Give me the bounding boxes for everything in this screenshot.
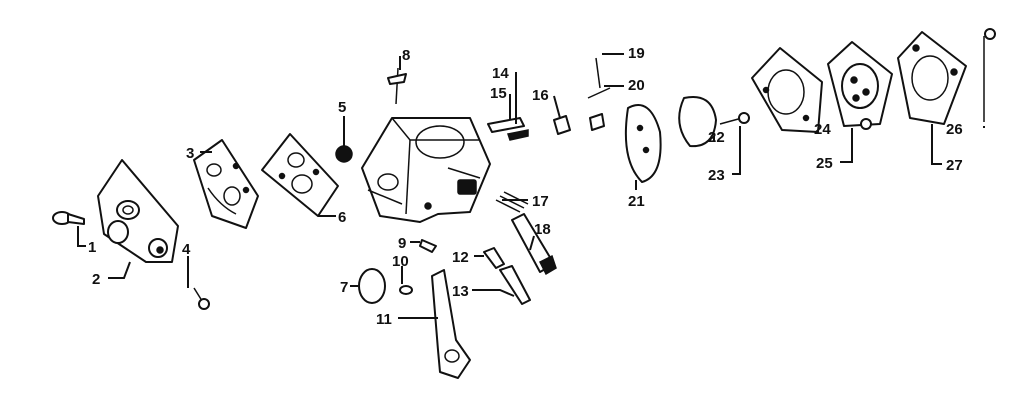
- callout-5: 5: [338, 99, 346, 116]
- callout-26: 26: [946, 121, 963, 138]
- part-25-diaphragm: [827, 41, 893, 130]
- leader-lines: [77, 53, 985, 319]
- callout-21: 21: [628, 193, 645, 210]
- callout-3: 3: [186, 145, 194, 162]
- part-13-needle: [499, 265, 531, 305]
- callout-16: 16: [532, 87, 549, 104]
- part-11-control-lever: [431, 269, 471, 379]
- callout-15: 15: [490, 85, 507, 102]
- callout-2: 2: [92, 271, 100, 288]
- callout-11: 11: [376, 311, 392, 328]
- part-9-pin: [419, 239, 437, 253]
- part-16-screw: [553, 115, 571, 135]
- callout-18: 18: [534, 221, 551, 238]
- callout-17: 17: [532, 193, 549, 210]
- callout-22: 22: [708, 129, 725, 146]
- callout-25: 25: [816, 155, 833, 172]
- part-14-15-shaft: [487, 117, 529, 141]
- part-27-cover: [897, 31, 967, 125]
- part-19-20-lever: [587, 57, 611, 131]
- carburetor-body: [361, 117, 491, 223]
- callout-7: 7: [340, 279, 348, 296]
- callout-12: 12: [452, 249, 469, 266]
- part-22-disc: [678, 96, 717, 148]
- callout-1: 1: [88, 239, 96, 256]
- part-2-pump-cover: [97, 159, 179, 263]
- callout-9: 9: [398, 235, 406, 252]
- part-24-gasket: [751, 47, 823, 133]
- callout-14: 14: [492, 65, 509, 82]
- part-21-plate: [624, 104, 662, 183]
- part-4-screw: [193, 287, 210, 310]
- part-3-gasket: [193, 139, 259, 229]
- part-10-spring: [399, 285, 413, 295]
- callout-20: 20: [628, 77, 645, 94]
- part-23-screw: [719, 112, 750, 125]
- part-6-diaphragm: [261, 133, 339, 217]
- part-5-plug: [335, 145, 353, 163]
- part-8-screw: [387, 67, 407, 105]
- callout-10: 10: [392, 253, 409, 270]
- callout-24: 24: [814, 121, 831, 138]
- callout-8: 8: [402, 47, 410, 64]
- callout-4: 4: [182, 241, 191, 258]
- part-12-needle: [483, 247, 505, 269]
- callout-labels: 1 2 3 4 5 6 7 8 9 10 11 12 13 14 15 16 1…: [88, 45, 963, 328]
- callout-23: 23: [708, 167, 725, 184]
- callout-19: 19: [628, 45, 645, 62]
- callout-13: 13: [452, 283, 469, 300]
- part-26-screw: [983, 28, 996, 122]
- part-17-spring: [495, 191, 529, 213]
- callout-27: 27: [946, 157, 963, 174]
- part-7-welch-plug: [358, 268, 386, 304]
- callout-6: 6: [338, 209, 346, 226]
- part-1-screw: [52, 211, 85, 225]
